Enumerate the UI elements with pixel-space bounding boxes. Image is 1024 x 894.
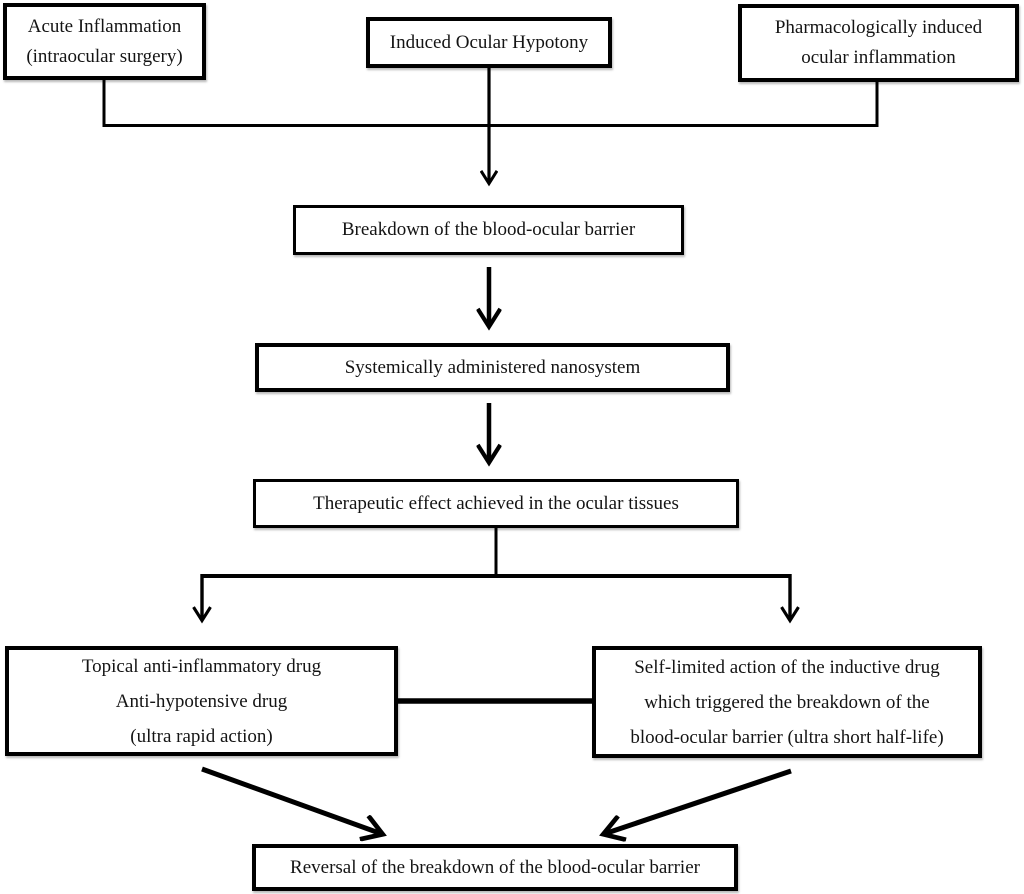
node-pharmacologically-induced-inflammation: Pharmacologically induced ocular inflamm…: [738, 4, 1019, 82]
node-text-line: Anti-hypotensive drug: [115, 690, 288, 712]
node-text-line: (ultra rapid action): [130, 725, 273, 747]
node-text-line: Therapeutic effect achieved in the ocula…: [313, 492, 679, 514]
arrow-topical-to-reversal: [201, 766, 382, 834]
node-barrier-breakdown: Breakdown of the blood-ocular barrier: [293, 205, 684, 255]
node-topical-drugs: Topical anti-inflammatory drug Anti-hypo…: [5, 646, 398, 756]
node-therapeutic-effect: Therapeutic effect achieved in the ocula…: [253, 479, 739, 528]
node-text-line: Pharmacologically induced: [774, 17, 983, 38]
node-systemic-nanosystem: Systemically administered nanosystem: [255, 343, 730, 392]
node-text-line: Breakdown of the blood-ocular barrier: [341, 219, 636, 240]
node-induced-ocular-hypotony: Induced Ocular Hypotony: [366, 17, 612, 68]
node-text-line: which triggered the breakdown of the: [644, 691, 930, 713]
node-breakdown-reversal: Reversal of the breakdown of the blood-o…: [252, 844, 738, 891]
node-text-line: Induced Ocular Hypotony: [389, 31, 589, 53]
node-acute-inflammation: Acute Inflammation (intraocular surgery): [3, 3, 206, 80]
node-text-line: Topical anti-inflammatory drug: [81, 655, 322, 677]
node-text-line: Self-limited action of the inductive dru…: [634, 656, 940, 678]
node-text-line: blood-ocular barrier (ultra short half-l…: [630, 726, 944, 748]
node-text-line: ocular inflammation: [801, 47, 956, 68]
node-text-line: Acute Inflammation: [27, 15, 182, 37]
node-text-line: (intraocular surgery): [26, 45, 183, 67]
arrow-self-limited-to-reversal: [604, 768, 792, 834]
node-text-line: Reversal of the breakdown of the blood-o…: [290, 856, 700, 878]
node-text-line: Systemically administered nanosystem: [344, 356, 641, 378]
node-self-limited-inductive-drug: Self-limited action of the inductive dru…: [592, 646, 982, 758]
